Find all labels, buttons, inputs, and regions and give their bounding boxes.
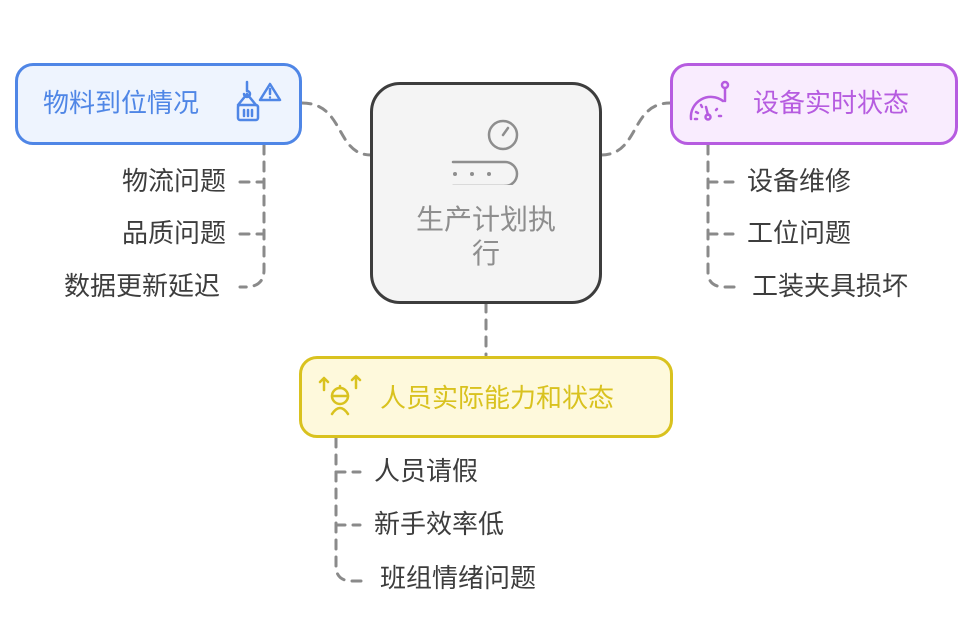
personnel-item-2: 新手效率低 [374, 510, 505, 540]
worker-up-arrows-icon [318, 374, 362, 416]
branch-materials-label: 物料到位情况 [43, 89, 200, 119]
center-label-line1: 生产计划执 [415, 203, 556, 236]
connector-personnel-leaves [334, 436, 364, 583]
materials-item-1: 物流问题 [121, 167, 226, 197]
equipment-item-3: 工装夹具损坏 [752, 272, 909, 302]
connector-center-to-equipment [599, 101, 672, 157]
materials-item-3: 数据更新延迟 [63, 272, 220, 302]
gauge-meter-icon [689, 80, 730, 121]
connector-equipment-leaves [706, 143, 737, 289]
conveyor-gauge-icon [451, 119, 519, 185]
branch-personnel-label: 人员实际能力和状态 [380, 384, 615, 414]
personnel-item-3: 班组情绪问题 [380, 564, 537, 594]
connector-center-to-materials [300, 101, 373, 157]
connector-materials-leaves [238, 143, 266, 289]
branch-materials[interactable]: 物料到位情况 [15, 63, 302, 145]
center-node[interactable]: 生产计划执 行 [370, 82, 602, 304]
center-label-line2: 行 [471, 237, 500, 270]
personnel-item-1: 人员请假 [374, 457, 479, 487]
materials-item-2: 品质问题 [121, 219, 226, 249]
branch-personnel[interactable]: 人员实际能力和状态 [299, 356, 673, 438]
equipment-item-2: 工位问题 [747, 219, 852, 249]
branch-equipment-label: 设备实时状态 [753, 89, 910, 119]
crane-container-warning-icon [236, 80, 282, 122]
branch-equipment[interactable]: 设备实时状态 [670, 63, 958, 145]
equipment-item-1: 设备维修 [747, 167, 852, 197]
